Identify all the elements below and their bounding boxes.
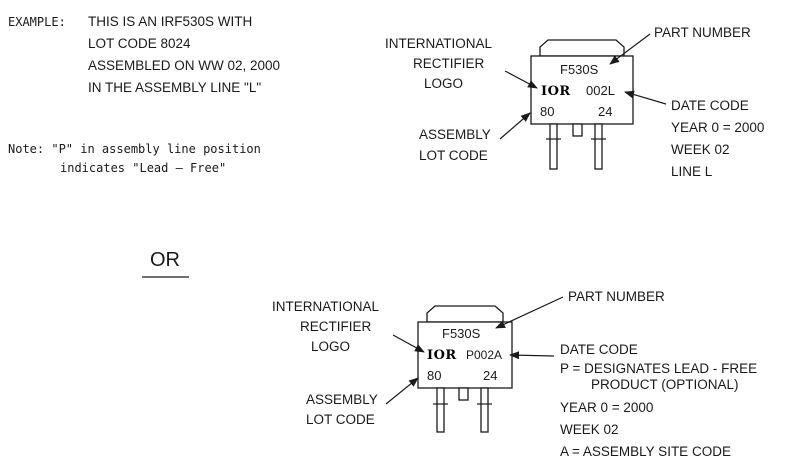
package-1-arrow-part [609, 33, 651, 65]
example-label: EXAMPLE: [8, 15, 66, 29]
package-2: F530S IOR P002A 80 24 INTERNATIONAL RECT… [272, 289, 757, 459]
package-1-lead-left [549, 123, 558, 170]
package-2-label-date-1: DATE CODE [560, 342, 638, 357]
package-2-logo: IOR [427, 348, 457, 363]
package-2-part: F530S [442, 326, 481, 341]
package-2-lot-right: 24 [483, 368, 497, 383]
package-1-label-date-2: YEAR 0 = 2000 [671, 120, 764, 135]
package-2-label-logo-3: LOGO [311, 339, 350, 354]
package-2-label-date-2: P = DESIGNATES LEAD - FREE [560, 361, 757, 376]
package-1-lot-right: 24 [598, 104, 612, 119]
package-1-tab [539, 39, 625, 57]
package-1-label-part: PART NUMBER [654, 25, 751, 40]
package-1-label-logo-2: RECTIFIER [413, 56, 485, 71]
package-2-label-date-5: WEEK 02 [560, 422, 619, 437]
package-1-label-logo-1: INTERNATIONAL [385, 36, 493, 51]
package-2-label-date-6: A = ASSEMBLY SITE CODE [560, 444, 731, 459]
package-2-tab [426, 305, 504, 323]
package-1: F530S IOR 002L 80 24 INTERNATIONAL RECTI… [385, 25, 764, 179]
package-1-logo: IOR [541, 84, 571, 99]
package-1-arrow-date [624, 90, 667, 105]
example-line-4: IN THE ASSEMBLY LINE "L" [88, 80, 261, 95]
package-2-lead-left [436, 387, 445, 433]
package-2-label-date-4: YEAR 0 = 2000 [560, 400, 653, 415]
package-1-label-date-3: WEEK 02 [671, 142, 730, 157]
package-1-lot-left: 80 [540, 104, 554, 119]
package-2-label-lot-2: LOT CODE [306, 412, 375, 427]
package-2-label-logo-1: INTERNATIONAL [272, 299, 380, 314]
package-1-lead-center [572, 123, 583, 137]
package-2-label-lot-1: ASSEMBLY [306, 392, 378, 407]
package-1-label-lot-1: ASSEMBLY [419, 127, 491, 142]
or-label: OR [150, 249, 180, 271]
example-line-1: THIS IS AN IRF530S WITH [88, 14, 252, 29]
package-1-label-lot-2: LOT CODE [419, 148, 488, 163]
package-2-arrow-date [509, 351, 555, 360]
package-1-arrow-logo [504, 70, 538, 89]
package-2-label-date-3: PRODUCT (OPTIONAL) [591, 377, 739, 392]
package-2-arrow-lot [385, 377, 419, 405]
note-line-1: Note: "P" in assembly line position [8, 142, 261, 156]
package-2-lot-left: 80 [427, 368, 441, 383]
package-1-label-date-4: LINE L [671, 164, 713, 179]
note-line-2: indicates "Lead – Free" [60, 161, 226, 175]
package-2-arrow-logo [392, 334, 425, 353]
example-line-2: LOT CODE 8024 [88, 36, 191, 51]
example-block: EXAMPLE: THIS IS AN IRF530S WITH LOT COD… [8, 14, 280, 95]
package-2-lead-center [458, 387, 469, 401]
package-2-label-part: PART NUMBER [568, 289, 665, 304]
example-line-3: ASSEMBLED ON WW 02, 2000 [88, 58, 280, 73]
package-2-date-code: P002A [466, 348, 502, 362]
package-1-lead-right [594, 123, 603, 170]
note-block: Note: "P" in assembly line position indi… [8, 142, 261, 175]
package-2-lead-right [480, 387, 489, 433]
package-1-label-date-1: DATE CODE [671, 98, 749, 113]
package-2-arrow-part [495, 296, 564, 329]
package-2-label-logo-2: RECTIFIER [300, 319, 372, 334]
package-1-arrow-lot [499, 112, 531, 140]
package-1-label-logo-3: LOGO [424, 76, 463, 91]
package-1-date-code: 002L [586, 83, 615, 98]
package-1-part: F530S [560, 62, 599, 77]
